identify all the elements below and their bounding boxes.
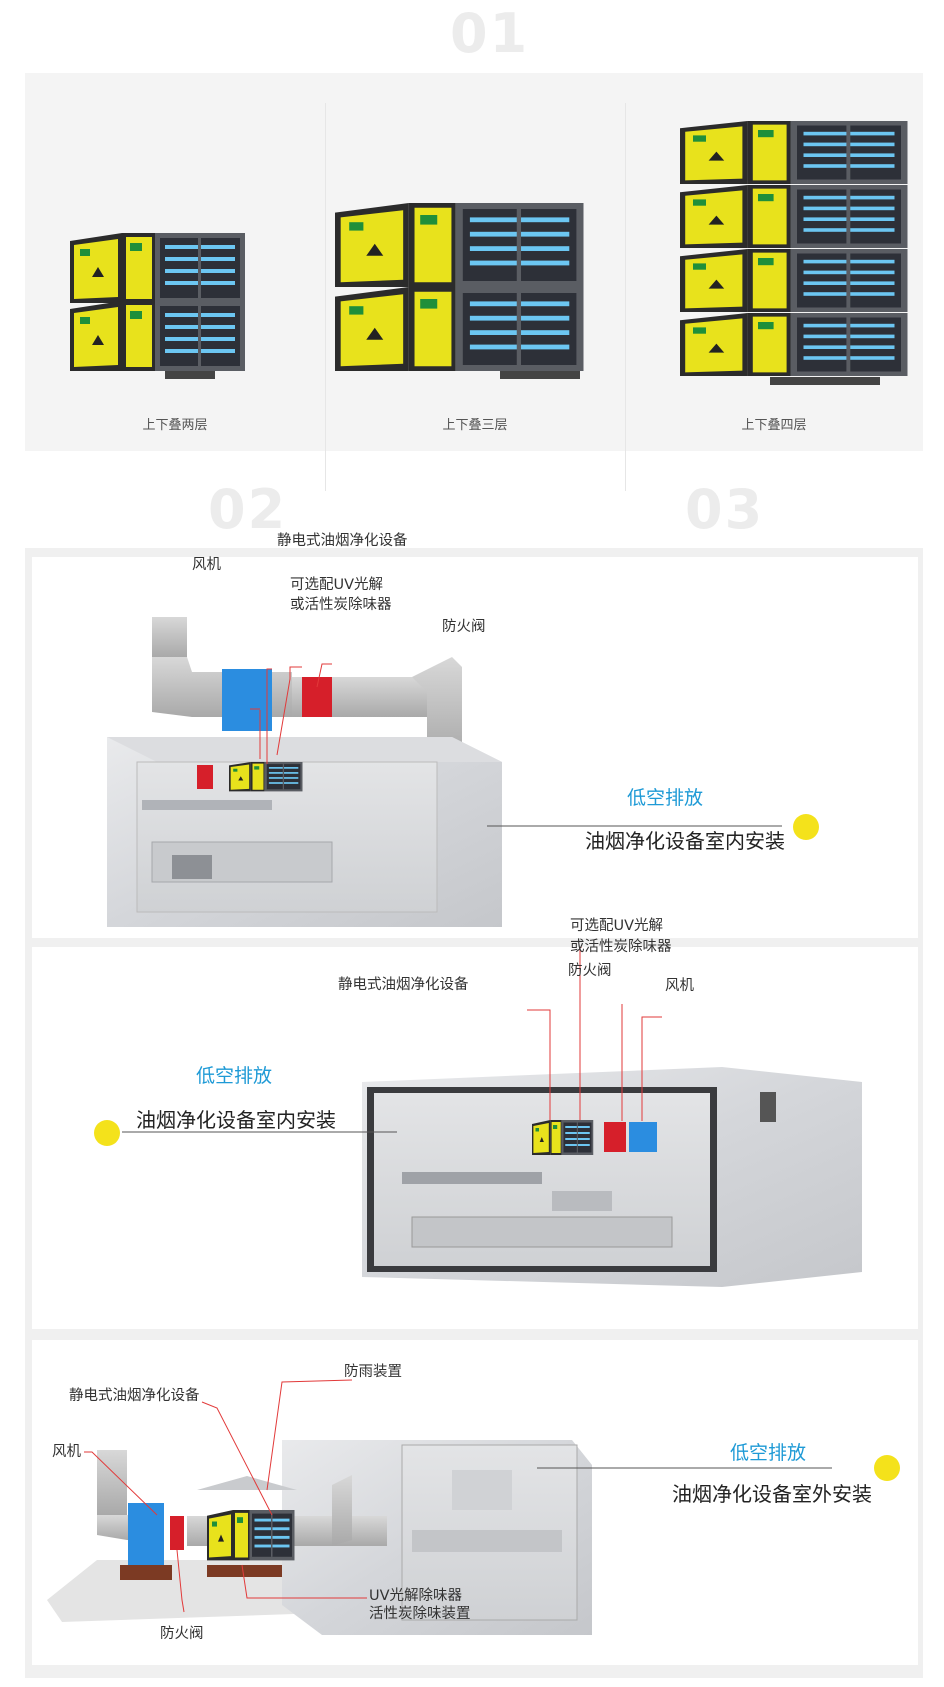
callout-uv-line2: 或活性炭除味器 (570, 939, 672, 955)
marker-dot (793, 814, 819, 840)
installation-panel-indoor-1: 静电式油烟净化设备 风机 可选配UV光解 或活性炭除味器 防火阀 低空排放 油烟… (32, 533, 918, 938)
callout-uv-line1: UV光解除味器 (369, 1588, 463, 1604)
stacking-caption: 上下叠三层 (442, 418, 508, 433)
section-number-02: 02 (208, 478, 288, 541)
installation-panel-indoor-2: 可选配UV光解 或活性炭除味器 静电式油烟净化设备 防火阀 风机 低空排放 油烟… (32, 918, 918, 1329)
stacking-caption: 上下叠两层 (142, 418, 208, 433)
callout-fan: 风机 (192, 557, 221, 573)
stacking-option-four-layers: 上下叠四层 (625, 73, 923, 451)
indoor-installation-illustration (107, 617, 782, 927)
marker-dot (94, 1120, 120, 1146)
fire-valve-icon (302, 677, 332, 717)
callout-fire-valve: 防火阀 (568, 963, 612, 979)
callout-uv-line1: 可选配UV光解 (570, 918, 664, 934)
callout-fire-valve: 防火阀 (442, 619, 486, 635)
section-number-01: 01 (450, 2, 530, 65)
installation-title: 油烟净化设备室外安装 (672, 1482, 872, 1506)
installation-title: 油烟净化设备室内安装 (136, 1108, 336, 1132)
callout-fire-valve: 防火阀 (160, 1626, 204, 1642)
callout-fan: 风机 (665, 978, 694, 994)
callout-fan: 风机 (52, 1444, 81, 1460)
three-layer-purifier-image (335, 203, 584, 379)
callout-device: 静电式油烟净化设备 (69, 1388, 200, 1404)
emission-label: 低空排放 (730, 1442, 807, 1464)
indoor-installation-illustration-2 (122, 947, 862, 1287)
emission-label: 低空排放 (627, 787, 704, 809)
four-layer-purifier-image (680, 121, 908, 385)
column-divider (325, 103, 326, 491)
emission-label: 低空排放 (196, 1065, 273, 1087)
column-divider (625, 103, 626, 491)
fan-icon (222, 669, 272, 731)
stacking-caption: 上下叠四层 (741, 418, 807, 433)
installation-panel-outdoor: 防雨装置 静电式油烟净化设备 风机 UV光解除味器 活性炭除味装置 防火阀 低空… (32, 1340, 918, 1665)
callout-uv-line2: 或活性炭除味器 (290, 597, 392, 613)
stacking-options-panel: 上下叠两层 上下叠三层 上下叠四层 (25, 73, 923, 491)
callout-device: 静电式油烟净化设备 (338, 977, 469, 993)
stacking-option-three-layers: 上下叠三层 (325, 73, 625, 451)
stacking-option-two-layers: 上下叠两层 (25, 73, 325, 451)
fan-icon (128, 1503, 164, 1565)
outdoor-installation-illustration (47, 1379, 832, 1635)
marker-dot (874, 1455, 900, 1481)
callout-uv-line2: 活性炭除味装置 (369, 1606, 471, 1622)
fire-valve-icon (170, 1516, 184, 1550)
section-number-03: 03 (685, 478, 765, 541)
callout-uv-line1: 可选配UV光解 (290, 577, 384, 593)
installation-title: 油烟净化设备室内安装 (585, 829, 785, 853)
two-layer-purifier-image (70, 233, 245, 379)
callout-rain-guard: 防雨装置 (344, 1364, 402, 1380)
callout-device: 静电式油烟净化设备 (277, 533, 408, 549)
